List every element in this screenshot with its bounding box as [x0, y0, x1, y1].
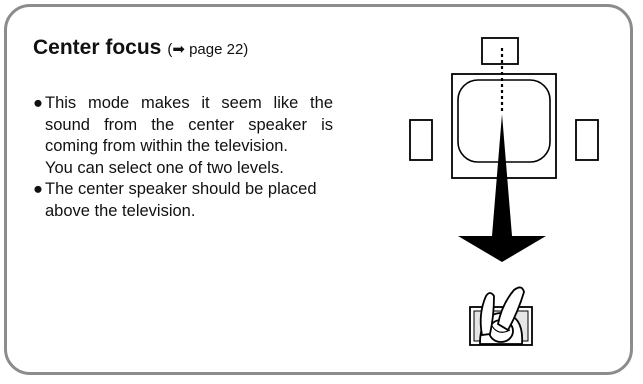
- page-reference: (➡ page 22): [167, 41, 249, 58]
- bullet-text: This mode makes it seem like the sound f…: [45, 94, 333, 155]
- bullet-text: The center speaker should be placed abov…: [45, 180, 317, 220]
- bullet-dot: ●: [33, 94, 43, 112]
- left-speaker-icon: [409, 119, 433, 161]
- right-speaker-icon: [575, 119, 599, 161]
- section-title: Center focus (➡ page 22): [33, 36, 248, 60]
- title-text: Center focus: [33, 36, 162, 59]
- sound-direction-arrow-icon: [458, 114, 546, 262]
- bullet-item: ●This mode makes it seem like the sound …: [33, 93, 333, 158]
- bullet-item: ●The center speaker should be placed abo…: [33, 179, 333, 222]
- speaker-diagram: [409, 37, 599, 346]
- listener-icon: [469, 286, 533, 346]
- center-speaker-icon: [481, 37, 519, 65]
- bullet-list: ●This mode makes it seem like the sound …: [33, 93, 333, 222]
- bullet-subtext: You can select one of two levels.: [45, 158, 284, 177]
- bullet-dot: ●: [33, 180, 43, 198]
